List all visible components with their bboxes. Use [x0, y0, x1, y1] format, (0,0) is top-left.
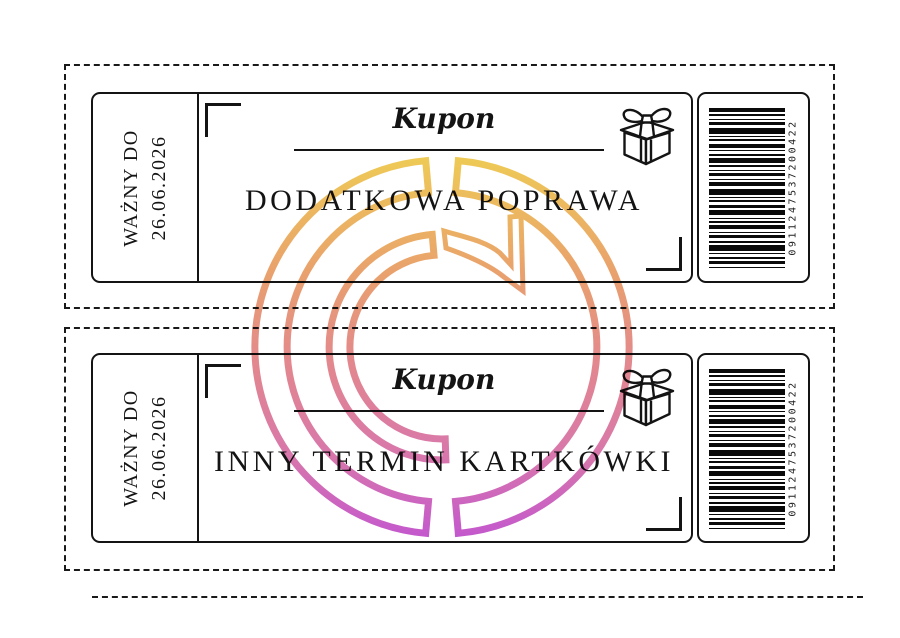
- barcode-stripe: [709, 150, 785, 152]
- barcode-stripe: [709, 165, 785, 168]
- corner-bracket-icon: [205, 364, 241, 398]
- barcode-stripe: [709, 217, 785, 219]
- barcode-number: 0911247537200422: [787, 119, 799, 256]
- barcode-section: 0911247537200422: [697, 353, 810, 543]
- barcode-stripe: [709, 108, 785, 112]
- barcode-stripe: [709, 426, 785, 429]
- valid-until-date: 26.06.2026: [148, 395, 170, 501]
- barcode-stripes: [709, 108, 785, 268]
- valid-until-stub: WAŻNY DO 26.06.2026: [93, 355, 199, 541]
- barcode-stripe: [709, 461, 785, 464]
- barcode-stripe: [709, 225, 785, 230]
- barcode-stripe: [709, 235, 785, 239]
- barcode-stripe: [709, 527, 785, 529]
- gift-icon: [619, 368, 675, 427]
- barcode-stripe: [709, 522, 785, 526]
- barcode-stripes: [709, 369, 785, 529]
- barcode-stripe: [709, 501, 785, 504]
- coupon-title: Kupon: [392, 102, 496, 135]
- barcode-stripe: [709, 478, 785, 480]
- valid-until-date: 26.06.2026: [148, 135, 170, 240]
- coupon-reward-text: INNY TERMIN KARTKÓWKI: [214, 445, 674, 478]
- coupon-ticket: WAŻNY DO 26.06.2026 Kupon INNY TERMIN KA…: [91, 353, 693, 543]
- barcode-number: 0911247537200422: [787, 379, 799, 517]
- barcode-stripe: [709, 231, 785, 233]
- barcode-stripe: [709, 127, 785, 134]
- corner-bracket-icon: [646, 237, 682, 271]
- barcode-stripe: [709, 517, 785, 520]
- barcode-stripe: [709, 158, 785, 164]
- barcode-stripe: [709, 383, 785, 387]
- barcode-stripe: [709, 439, 785, 441]
- barcode-stripe: [709, 244, 785, 251]
- barcode-stripe: [709, 196, 785, 198]
- barcode-stripe: [709, 449, 785, 456]
- barcode-stripe: [709, 261, 785, 265]
- barcode-stripe: [709, 266, 785, 268]
- page-cut-line: [92, 596, 863, 598]
- barcode-stripe: [709, 136, 785, 138]
- barcode-stripe: [709, 400, 785, 403]
- barcode-stripe: [709, 369, 785, 373]
- barcode-stripe: [709, 220, 785, 223]
- title-underline: [294, 149, 604, 151]
- barcode-stripe: [709, 188, 785, 195]
- barcode-stripe: [709, 388, 785, 395]
- barcode-stripe: [709, 404, 785, 409]
- barcode-stripe: [709, 496, 785, 500]
- barcode-stripe: [709, 173, 785, 177]
- barcode-stripe: [709, 457, 785, 459]
- barcode-stripe: [709, 414, 785, 417]
- barcode-stripe: [709, 200, 785, 203]
- barcode-stripe: [709, 118, 785, 120]
- barcode-section: 0911247537200422: [697, 92, 810, 283]
- gift-icon: [619, 107, 675, 166]
- corner-bracket-icon: [205, 103, 241, 137]
- barcode-stripe: [709, 256, 785, 259]
- barcode-stripe: [709, 505, 785, 512]
- barcode-stripe: [709, 465, 785, 469]
- barcode-stripe: [709, 114, 785, 117]
- barcode-stripe: [709, 122, 785, 126]
- barcode-stripe: [709, 178, 785, 180]
- corner-bracket-icon: [646, 497, 682, 531]
- barcode-stripe: [709, 169, 785, 171]
- barcode-stripe: [709, 419, 785, 425]
- barcode-stripe: [709, 210, 785, 216]
- barcode-stripe: [709, 397, 785, 399]
- barcode-stripe: [709, 434, 785, 438]
- barcode-stripe: [709, 143, 785, 148]
- coupon-ticket: WAŻNY DO 26.06.2026 Kupon DODATKOWA POPR…: [91, 92, 693, 283]
- valid-until-stub: WAŻNY DO 26.06.2026: [93, 94, 199, 281]
- barcode-stripe: [709, 204, 785, 208]
- barcode-stripe: [709, 443, 785, 448]
- barcode-stripe: [709, 240, 785, 243]
- barcode-stripe: [709, 253, 785, 255]
- valid-until-label: WAŻNY DO: [120, 128, 142, 247]
- coupon-reward-text: DODATKOWA POPRAWA: [245, 184, 643, 217]
- barcode-stripe: [709, 492, 785, 494]
- barcode-stripe: [709, 375, 785, 378]
- barcode-stripe: [709, 182, 785, 187]
- barcode-stripe: [709, 430, 785, 432]
- barcode-stripe: [709, 411, 785, 413]
- valid-until-label: WAŻNY DO: [120, 389, 142, 507]
- barcode-stripe: [709, 153, 785, 156]
- barcode-stripe: [709, 379, 785, 381]
- barcode-stripe: [709, 514, 785, 516]
- title-underline: [294, 410, 604, 412]
- barcode-stripe: [709, 471, 785, 477]
- barcode-stripe: [709, 139, 785, 142]
- barcode-stripe: [709, 486, 785, 491]
- barcode-stripe: [709, 481, 785, 484]
